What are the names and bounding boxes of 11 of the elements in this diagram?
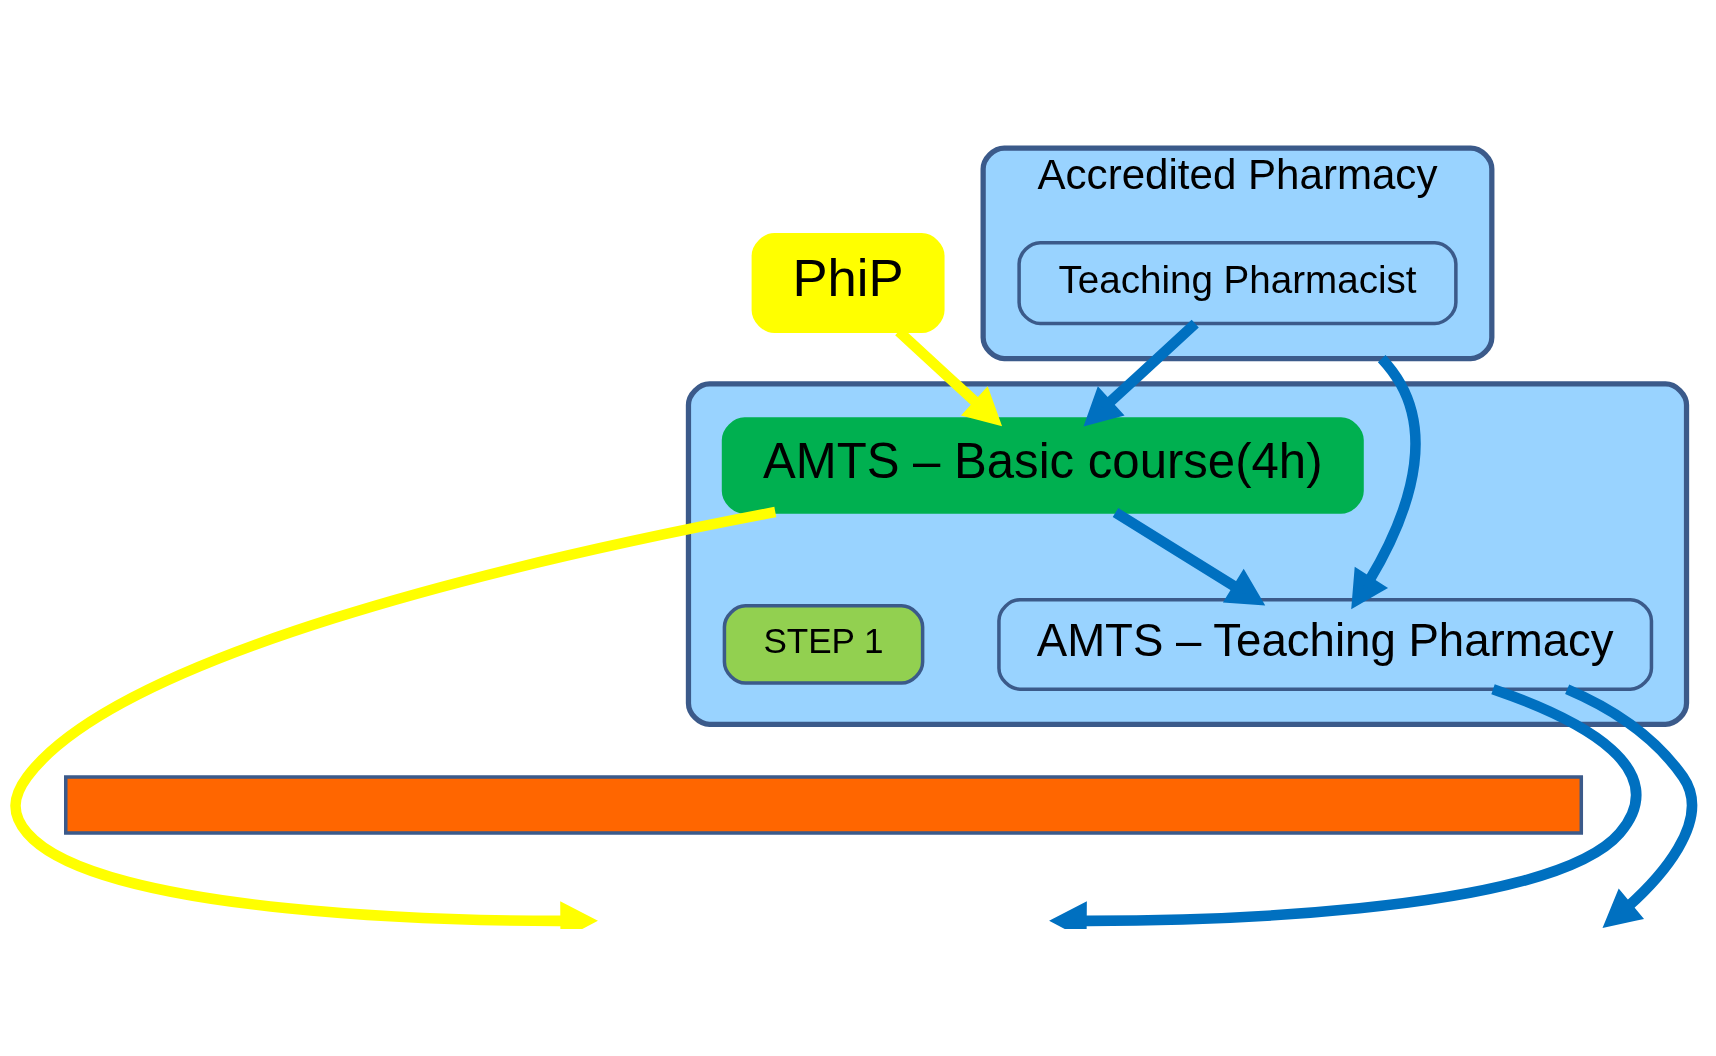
arrow [10, 506, 777, 929]
arrow [1112, 508, 1266, 606]
node-box: Teaching Pharmacist [1017, 241, 1458, 326]
node-box: STEP 1 [722, 604, 925, 685]
node-box: AMTS – Basic course(4h) [721, 417, 1364, 514]
node-box: AMTS – Teaching Pharmacy [997, 597, 1654, 691]
cluster [685, 381, 1690, 727]
node-bar [64, 775, 1584, 835]
arrow [1565, 684, 1697, 928]
node-box: PhiP [751, 233, 945, 334]
arrow [1351, 355, 1421, 610]
